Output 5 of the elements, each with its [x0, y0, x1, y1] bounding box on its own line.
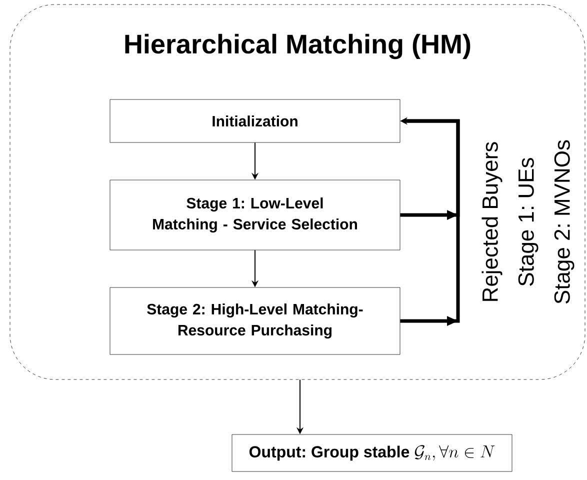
process-box: Stage 2: High-Level Matching- Resource Purchasing [110, 287, 400, 355]
rotated-label: Rejected Buyers Stage 1: UEs Stage 2: MVNOs [482, 140, 574, 304]
process-box: Initialization [110, 99, 400, 143]
output-box: Output: Group stable $\mathcal{G}_n, \forall n \in N$ [232, 434, 512, 472]
process-box: Stage 1: Low-Level Matching - Service Selection [110, 180, 400, 250]
